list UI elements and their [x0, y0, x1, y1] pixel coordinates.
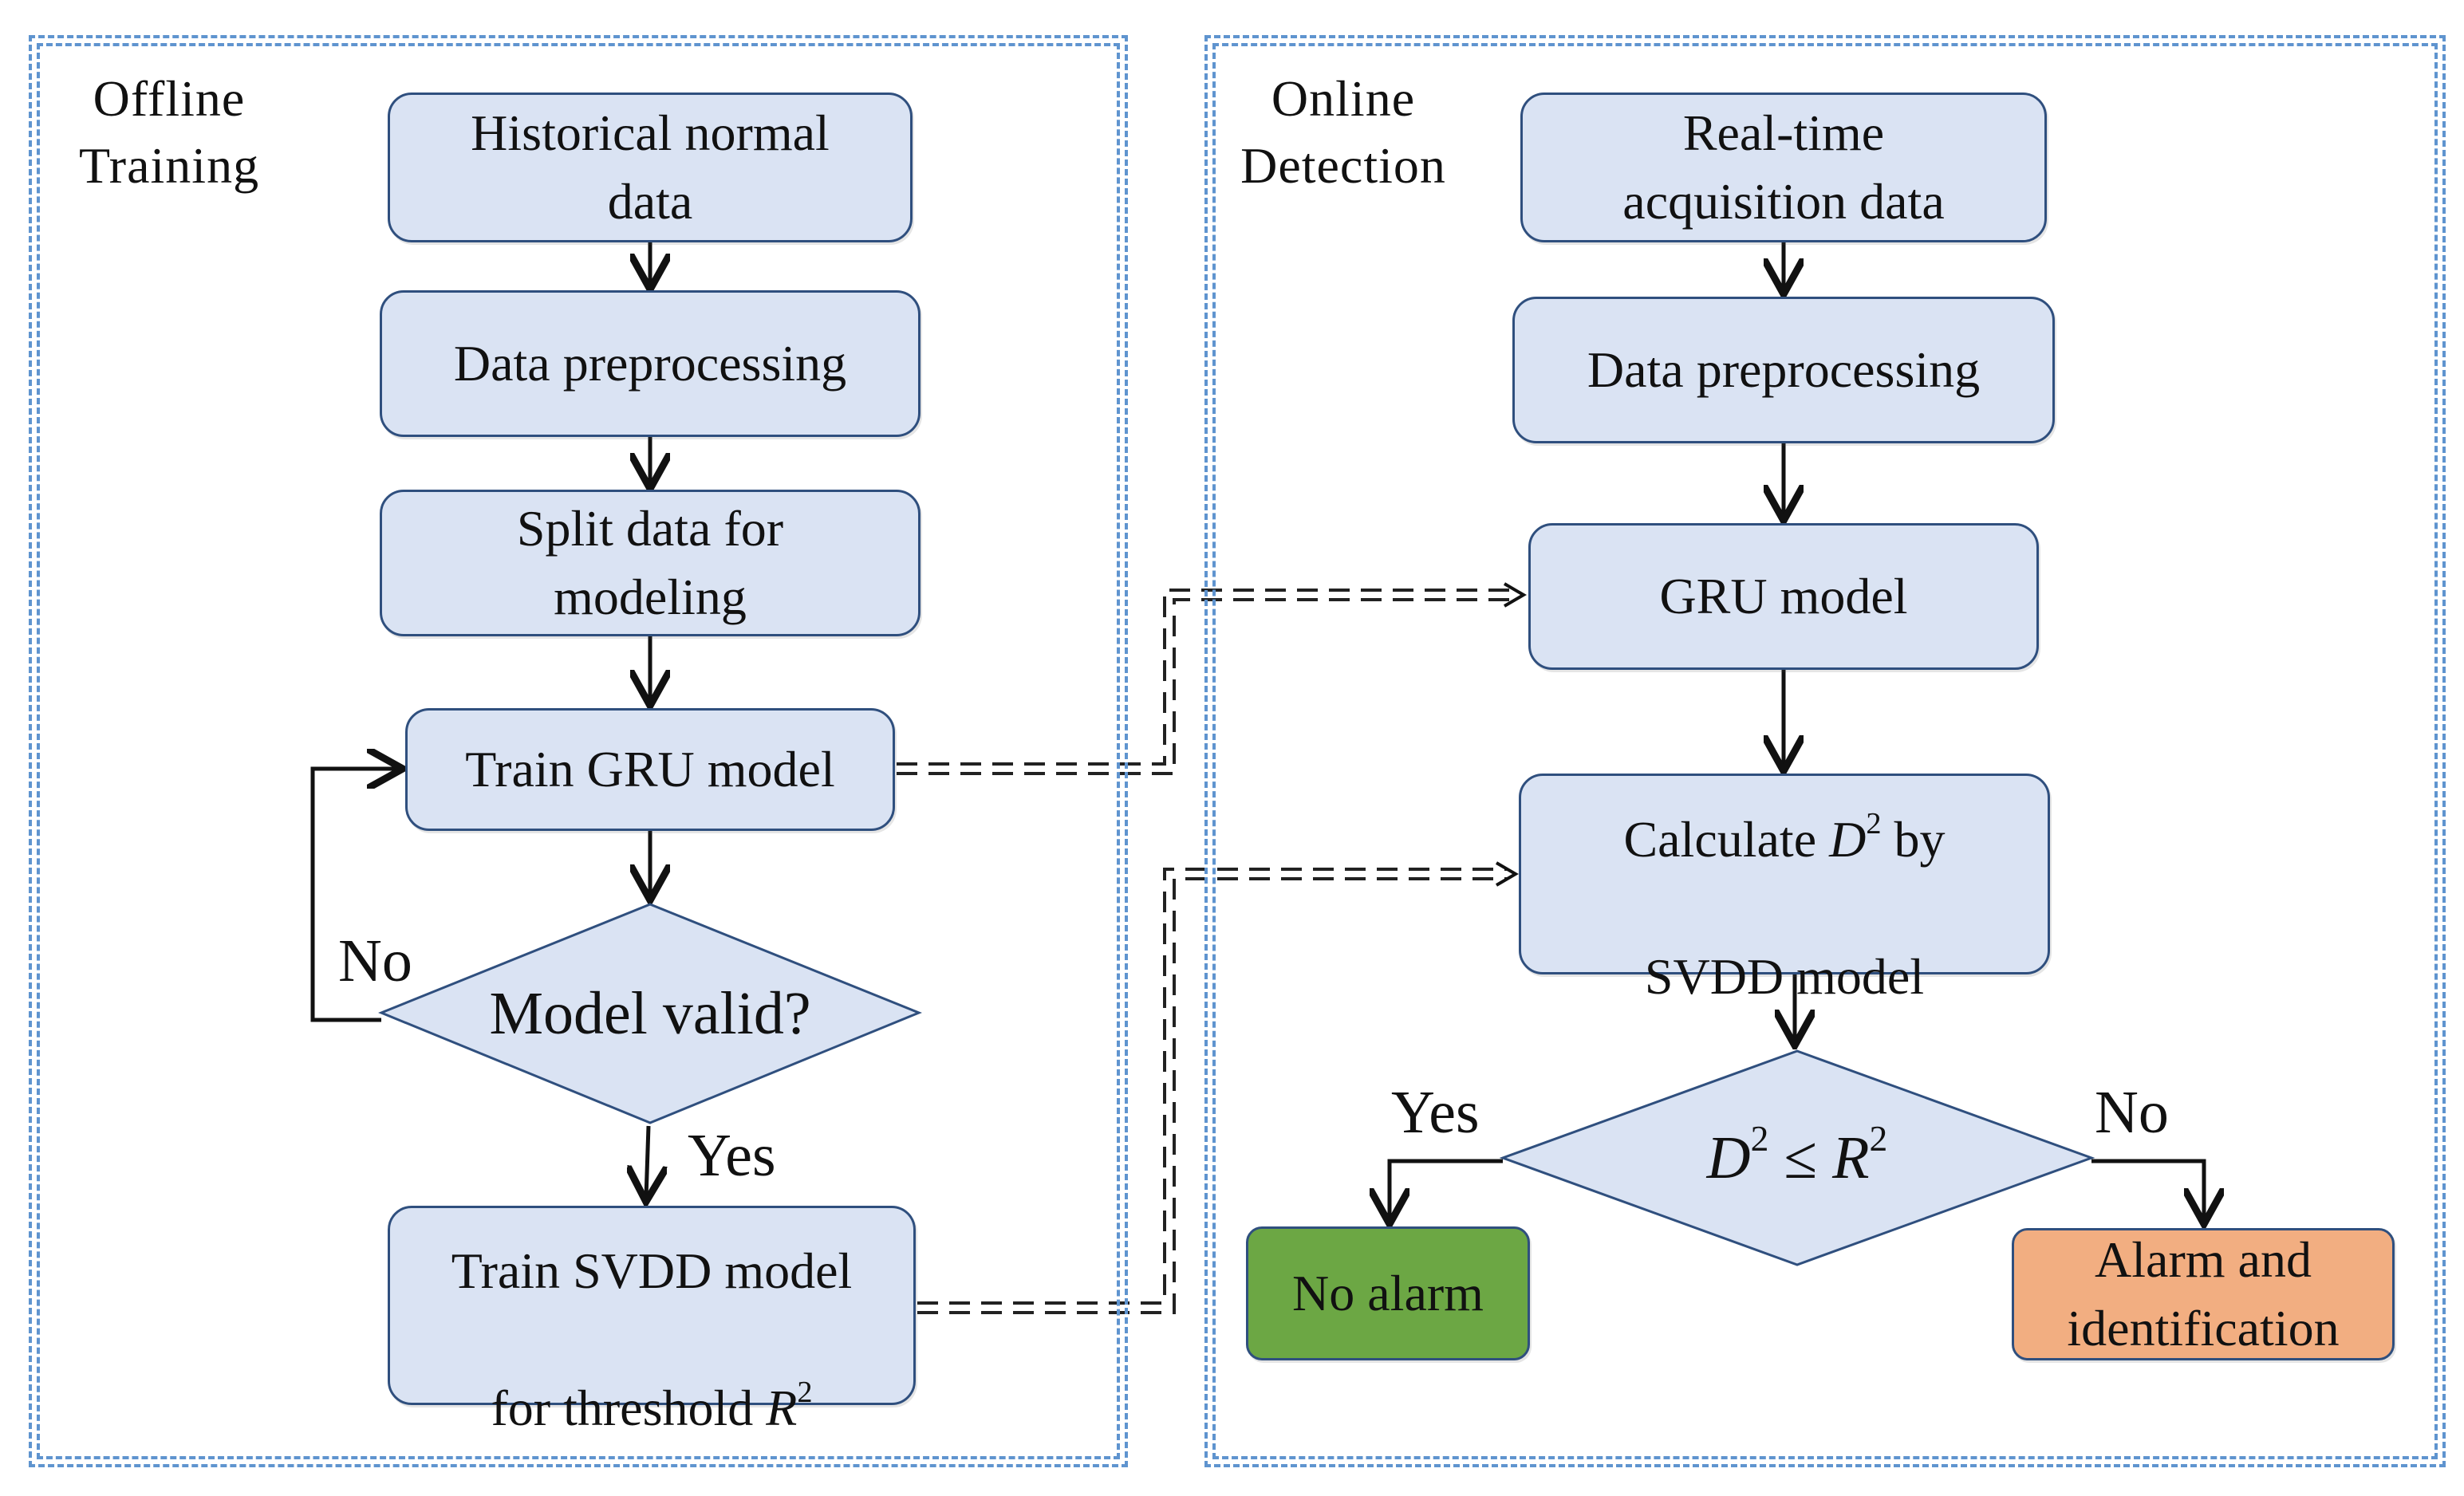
split-data-box: Split data for modeling	[380, 490, 921, 636]
dashed-arrowhead-gru	[1503, 582, 1527, 608]
arrow-no-loop-back	[310, 769, 399, 1022]
offline-training-panel: Offline Training	[29, 35, 1128, 1467]
decision-d2-shape	[1499, 1049, 2095, 1266]
train-svdd-model-box: Train SVDD model for threshold R2	[388, 1206, 916, 1436]
calc-variable-d: D	[1829, 811, 1867, 868]
calc-line2: SVDD model	[1644, 948, 1925, 1005]
no-alarm-box: No alarm	[1246, 1226, 1530, 1360]
alarm-identification-box: Alarm and identification	[2012, 1228, 2395, 1360]
dashed-link-train-svdd-to-calc	[917, 868, 1508, 1305]
offline-data-preprocessing-box: Data preprocessing	[380, 290, 921, 437]
arrow-yes-to-no-alarm	[1390, 1159, 1503, 1220]
dashed-link-train-gru-to-gru-model-2	[897, 598, 1516, 775]
real-time-acquisition-box: Real-time acquisition data	[1520, 93, 2047, 242]
online-no-label: No	[2095, 1079, 2169, 1146]
arrow-no-to-alarm	[2091, 1159, 2204, 1220]
dashed-link-train-gru-to-gru-model	[897, 589, 1516, 766]
calc-exponent: 2	[1866, 807, 1882, 841]
threshold-variable-r: R	[766, 1380, 798, 1436]
online-detection-panel: Online Detection	[1204, 35, 2446, 1467]
online-yes-label: Yes	[1391, 1079, 1480, 1146]
train-gru-model-box: Train GRU model	[405, 708, 895, 831]
calc-prefix: Calculate	[1623, 811, 1830, 868]
online-data-preprocessing-box: Data preprocessing	[1512, 297, 2055, 443]
gru-model-box: GRU model	[1528, 523, 2039, 670]
offline-panel-title: Offline Training	[78, 70, 260, 194]
arrow-valid-to-train-svdd	[646, 1125, 649, 1198]
calculate-d2-box: Calculate D2 by SVDD model	[1519, 774, 2050, 1005]
dashed-link-train-svdd-to-calc-2	[917, 877, 1508, 1314]
online-panel-title: Online Detection	[1240, 70, 1446, 194]
historical-normal-data-box: Historical normal data	[388, 93, 913, 242]
dashed-arrowhead-calc	[1495, 861, 1519, 887]
calc-suffix: by	[1881, 811, 1946, 868]
decision-model-valid-shape	[378, 903, 922, 1124]
offline-yes-label: Yes	[688, 1122, 776, 1189]
threshold-exponent: 2	[797, 1376, 813, 1410]
train-svdd-line2: for threshold	[491, 1380, 767, 1436]
train-svdd-line1: Train SVDD model	[451, 1242, 853, 1299]
offline-no-label: No	[338, 927, 412, 994]
